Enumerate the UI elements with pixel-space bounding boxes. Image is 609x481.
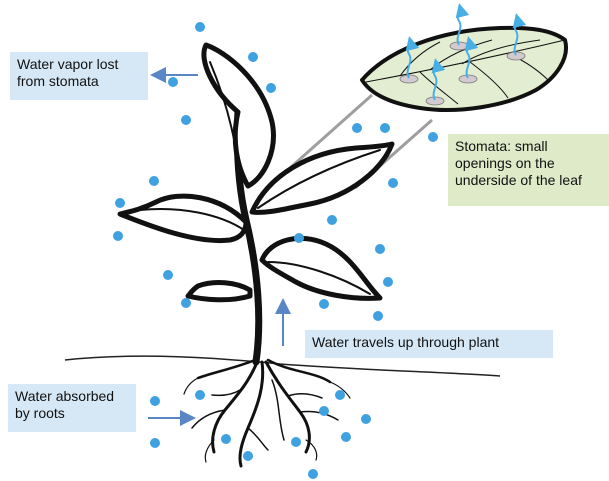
- water-droplet: [361, 414, 371, 424]
- water-droplet: [266, 83, 276, 93]
- water-droplet: [168, 77, 178, 87]
- water-droplet: [195, 390, 205, 400]
- water-droplet: [248, 52, 258, 62]
- water-droplet: [149, 176, 159, 186]
- left-leaf: [120, 196, 246, 240]
- water-droplet: [150, 438, 160, 448]
- water-droplet: [113, 231, 123, 241]
- water-droplet: [428, 132, 438, 142]
- stomata-label: Stomata: small openings on the underside…: [448, 134, 609, 206]
- water-droplet: [115, 198, 125, 208]
- water-droplet: [352, 123, 362, 133]
- water-droplet: [291, 437, 301, 447]
- water-droplet: [181, 298, 191, 308]
- water-droplet: [163, 270, 173, 280]
- small-left-leaf: [188, 283, 250, 300]
- water-droplet: [335, 390, 345, 400]
- water-droplet: [150, 396, 160, 406]
- water-droplet: [221, 434, 231, 444]
- water-droplet: [375, 244, 385, 254]
- magnified-leaf: [362, 7, 566, 110]
- roots-absorb-label: Water absorbed by roots: [8, 384, 136, 432]
- water-droplet: [294, 233, 304, 243]
- water-droplet: [383, 277, 393, 287]
- water-droplet: [319, 299, 329, 309]
- water-droplet: [243, 451, 253, 461]
- water-travels-label: Water travels up through plant: [305, 330, 553, 358]
- water-droplet: [341, 432, 351, 442]
- water-droplet: [195, 22, 205, 32]
- water-droplet: [388, 178, 398, 188]
- water-droplet: [327, 215, 337, 225]
- water-droplet: [380, 123, 390, 133]
- water-droplet: [373, 311, 383, 321]
- water-droplet: [308, 469, 318, 479]
- water-droplet: [319, 406, 329, 416]
- vapor-loss-label: Water vapor lost from stomata: [10, 52, 148, 100]
- water-droplet: [181, 115, 191, 125]
